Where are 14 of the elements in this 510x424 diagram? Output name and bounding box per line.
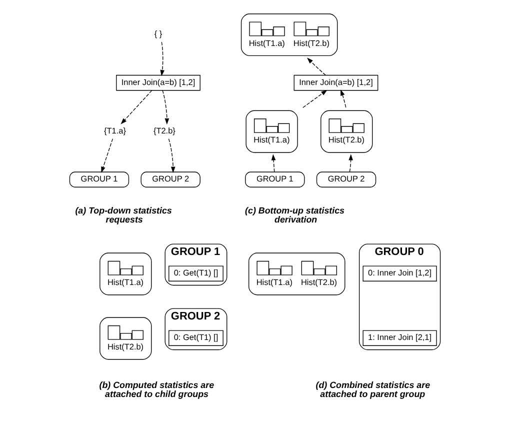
arrow: [302, 90, 328, 108]
arrow: [307, 58, 326, 76]
label: (c) Bottom-up statistics derivation: [245, 205, 345, 224]
label: (b) Computed statistics are attached to child groups: [99, 380, 214, 400]
arrow: [271, 154, 276, 172]
arrow: [168, 138, 176, 173]
arrow: [120, 90, 152, 124]
label: (d) Combined statistics are attached to parent group: [316, 380, 430, 400]
arrow: [340, 89, 346, 108]
arrow: [101, 138, 114, 173]
label: (a) Top-down statistics requests: [75, 205, 172, 224]
arrow: [160, 42, 164, 76]
arrow: [348, 154, 353, 172]
arrow: [162, 90, 170, 125]
